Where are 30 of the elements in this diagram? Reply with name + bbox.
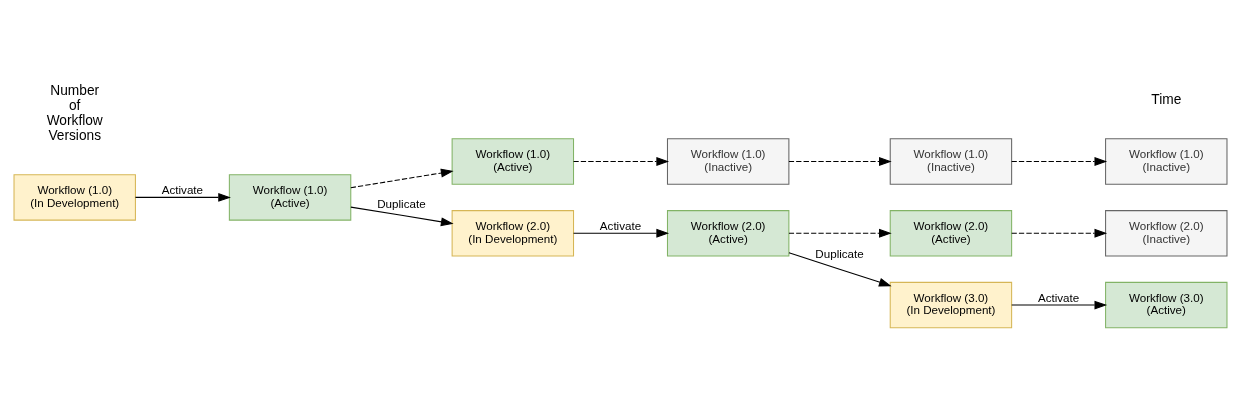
node-box: Workflow (3.0) (Active) — [1105, 281, 1228, 328]
node-box: Workflow (1.0) (Inactive) — [889, 137, 1013, 185]
label: Number of Workflow Versions — [46, 82, 103, 143]
node-box: Workflow (3.0) (In Development) — [889, 281, 1013, 328]
edge-label: Duplicate — [815, 246, 864, 260]
arrow — [1011, 300, 1108, 310]
arrow — [350, 206, 454, 226]
edge-label: Activate — [1037, 290, 1080, 304]
node-box: Workflow (1.0) (Active) — [228, 173, 352, 221]
label: Time — [1151, 91, 1182, 107]
node-box: Workflow (2.0) (Inactive) — [1105, 209, 1228, 256]
node-box: Workflow (1.0) (Active) — [451, 137, 575, 185]
node-box: Workflow (1.0) (In Development) — [13, 173, 136, 221]
edge-label: Activate — [599, 218, 642, 232]
arrow — [134, 192, 231, 202]
edge-label: Activate — [161, 182, 204, 196]
arrow — [1011, 156, 1108, 166]
node-box: Workflow (2.0) (Active) — [666, 209, 790, 256]
arrow — [788, 156, 892, 166]
node-box: Workflow (1.0) (Inactive) — [666, 137, 790, 185]
arrow — [788, 228, 892, 238]
node-box: Workflow (2.0) (Active) — [889, 209, 1013, 256]
node-box: Workflow (1.0) (Inactive) — [1105, 137, 1228, 185]
arrow — [1011, 228, 1108, 238]
arrow — [788, 251, 892, 286]
arrow — [573, 156, 670, 166]
node-box: Workflow (2.0) (In Development) — [451, 209, 575, 256]
arrow — [573, 228, 670, 238]
arrow — [350, 168, 454, 188]
edge-label: Duplicate — [377, 196, 426, 210]
